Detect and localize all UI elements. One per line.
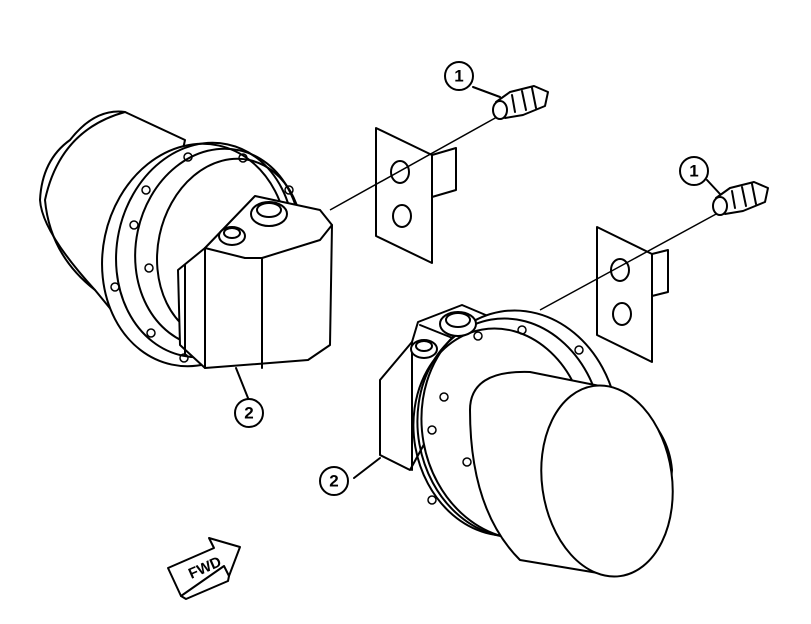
leader-line-fitting-right [539,212,719,311]
svg-text:1: 1 [454,67,463,86]
hydraulic-fitting-top [472,85,549,120]
callout-1-top: 1 [444,61,474,91]
flange-bolt-holes-right [427,325,584,505]
left-drive-motor [39,110,333,399]
forward-direction-arrow: FWD [167,537,241,600]
flange-bolt-holes [110,152,294,363]
callout-2-right: 2 [319,466,349,496]
svg-text:2: 2 [329,472,338,491]
leader-line-fitting-left [329,116,498,211]
callout-1-right: 1 [679,156,709,186]
left-gasket [375,127,457,264]
right-gasket [596,226,669,363]
callout-2-left: 2 [234,398,264,428]
svg-text:1: 1 [689,162,698,181]
svg-text:2: 2 [244,404,253,423]
hydraulic-fitting-right [706,179,769,216]
right-drive-motor [353,304,674,578]
